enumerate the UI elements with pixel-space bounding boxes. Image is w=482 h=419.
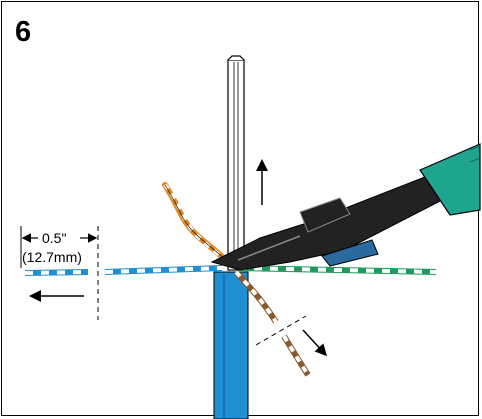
orange-pair bbox=[162, 182, 231, 265]
rip-cord-spline bbox=[227, 55, 245, 271]
cut-line-brown bbox=[255, 315, 307, 346]
dimension-mm: (12.7mm) bbox=[22, 249, 82, 265]
pull-arrow bbox=[302, 329, 328, 357]
blue-pair bbox=[24, 265, 223, 276]
cable-jacket bbox=[213, 271, 249, 419]
teal-handle bbox=[419, 143, 481, 216]
brown-pair bbox=[233, 269, 311, 377]
dimension-inches: 0.5" bbox=[42, 230, 66, 246]
green-pair bbox=[237, 265, 437, 275]
step-number: 6 bbox=[15, 16, 32, 48]
diagonal-cutters bbox=[210, 143, 481, 271]
